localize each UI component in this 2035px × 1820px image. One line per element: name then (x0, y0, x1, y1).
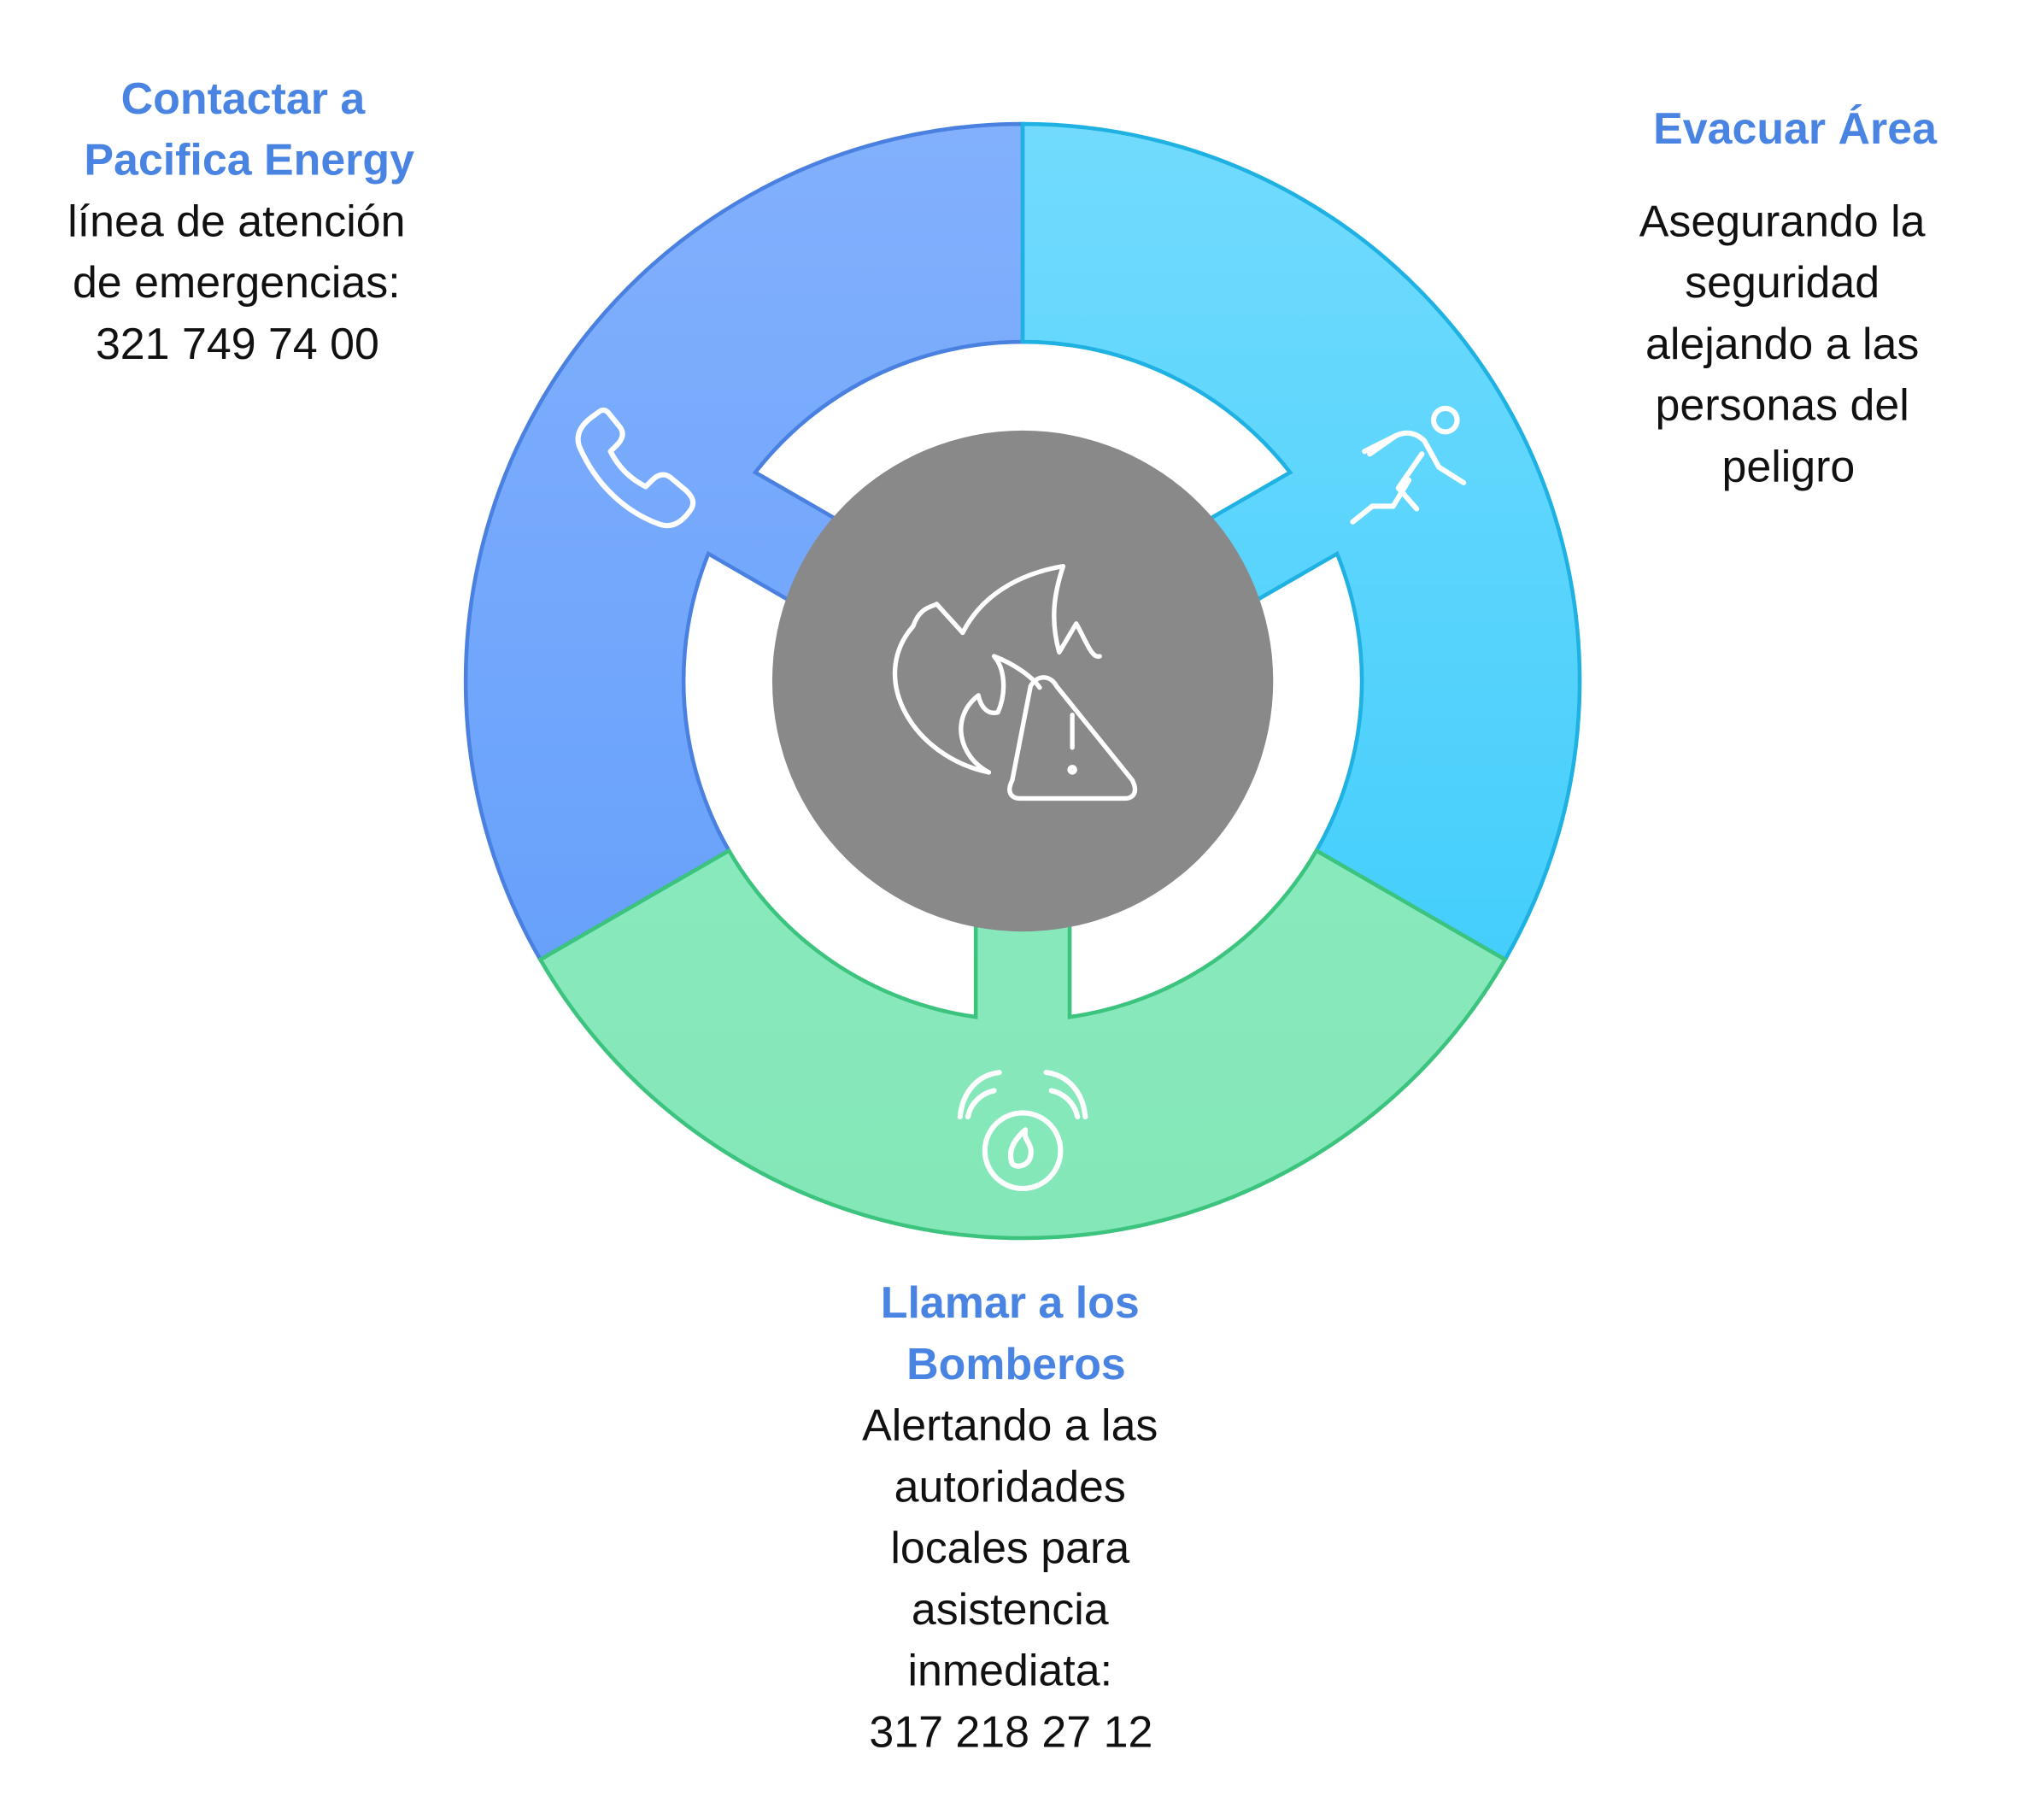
fire-alarm-icon (957, 1070, 1088, 1192)
firefighters-title: Llamar a los Bomberos (881, 1278, 1152, 1389)
fire-warning-icon-graphic (892, 0, 1138, 801)
evacuate-title: Evacuar Área (1653, 104, 1938, 154)
contact-title: Contactar a Pacifica Energy (84, 74, 414, 185)
segment-evacuate-area (1020, 121, 1582, 963)
segment-call-firefighters (537, 848, 1508, 1241)
running-person-icon (1350, 405, 1467, 525)
evacuate-description: Asegurando la seguridad alejando a las p… (1639, 197, 1938, 491)
firefighters-description: Alertando a las autoridades locales para… (862, 1401, 1170, 1758)
center-hub (771, 430, 1274, 932)
contact-description: línea de atención de emergencias: 321 74… (67, 197, 418, 369)
phone-icon (575, 407, 696, 529)
segment-contact-pacifica (463, 121, 1025, 963)
